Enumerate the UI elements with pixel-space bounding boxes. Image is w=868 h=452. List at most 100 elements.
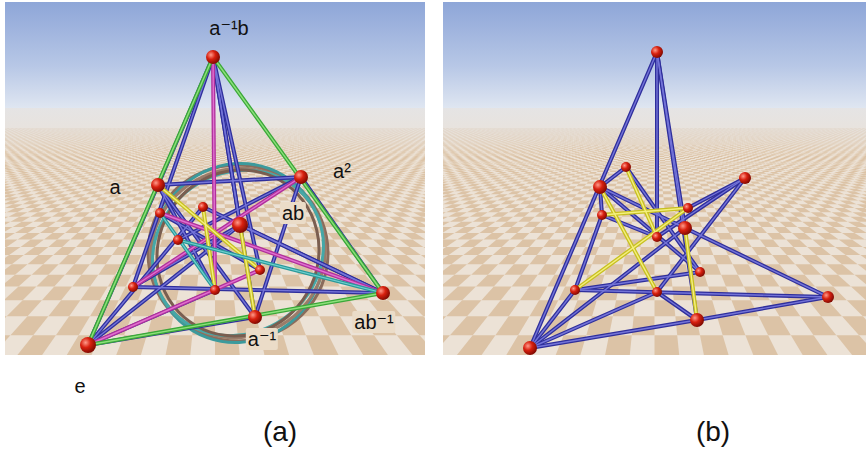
floor-tile xyxy=(0,358,15,386)
floor-tile xyxy=(429,148,436,149)
floor-tile xyxy=(190,169,197,171)
floor-tile xyxy=(256,159,262,160)
floor-tile xyxy=(0,146,3,147)
floor-tile xyxy=(436,150,444,151)
floor-tile xyxy=(435,151,443,152)
floor-tile xyxy=(242,176,250,178)
floor-tile xyxy=(247,161,253,162)
floor-tile xyxy=(429,160,439,161)
floor-tile xyxy=(204,164,210,165)
floor-tile xyxy=(250,158,256,159)
floor-tile xyxy=(430,147,437,148)
floor-tile xyxy=(254,157,260,158)
floor-tile xyxy=(0,171,3,173)
floor-tile xyxy=(196,153,201,154)
floor-tile xyxy=(220,160,225,161)
floor-tile xyxy=(257,154,263,155)
floor-tile xyxy=(431,176,444,178)
floor-tile xyxy=(185,168,192,169)
floor-tile xyxy=(426,164,436,165)
floor-tile xyxy=(195,157,200,158)
floor-tile xyxy=(198,165,204,166)
floor-tile xyxy=(0,159,6,160)
floor-tile xyxy=(190,156,195,157)
floor-tile xyxy=(428,161,438,162)
floor-tile xyxy=(0,148,5,149)
floor-tile xyxy=(251,160,257,161)
floor-tile xyxy=(429,148,437,149)
floor-tile xyxy=(186,155,191,156)
floor-tile xyxy=(165,335,192,358)
floor-tile xyxy=(205,155,210,156)
floor-tile xyxy=(290,358,326,386)
floor-tile xyxy=(179,177,187,179)
floor-tile xyxy=(220,158,225,159)
floor-tile xyxy=(258,156,264,157)
floor-tile xyxy=(185,157,190,158)
floor-tile xyxy=(251,153,256,154)
floor-tile xyxy=(198,189,207,192)
floor-tile xyxy=(201,154,206,155)
floor-tile xyxy=(0,153,1,154)
floor-tile xyxy=(0,148,5,149)
floor-tile xyxy=(425,153,433,154)
floor-tile xyxy=(0,153,1,154)
floor-tile xyxy=(205,159,210,160)
floor-tile xyxy=(239,156,244,157)
floor-tile xyxy=(425,189,440,192)
floor-tile xyxy=(433,154,442,155)
floor-tile xyxy=(0,154,2,155)
floor-tile xyxy=(178,169,185,171)
floor-tile xyxy=(247,189,256,192)
floor-tile xyxy=(215,189,223,192)
floor-tile xyxy=(189,191,198,194)
floor-tile xyxy=(434,153,443,154)
floor-tile xyxy=(203,166,209,167)
floor-tile xyxy=(260,153,265,154)
floor-tile xyxy=(196,155,201,156)
floor-tile xyxy=(0,201,2,205)
floor-tile xyxy=(181,174,188,176)
floor-tile xyxy=(192,164,198,165)
floor-tile xyxy=(427,150,435,151)
floor-tile xyxy=(0,174,4,176)
floor-tile xyxy=(424,166,435,167)
floor-tile xyxy=(215,194,224,197)
floor-tile xyxy=(0,208,5,212)
floor-tile xyxy=(224,197,234,200)
floor-tile xyxy=(253,155,259,156)
floor-tile xyxy=(245,184,254,186)
floor-tile xyxy=(0,176,6,178)
floor-tile xyxy=(204,161,210,162)
floor-tile xyxy=(432,155,441,156)
floor-tile xyxy=(240,358,271,386)
floor-tile xyxy=(223,186,231,189)
floor-tile xyxy=(163,154,169,155)
floor-tile xyxy=(200,156,205,157)
floor-tile xyxy=(179,158,185,159)
floor-tile xyxy=(436,149,444,150)
floor-tile xyxy=(262,160,268,161)
floor-tile xyxy=(430,158,439,159)
floor-tile xyxy=(432,174,445,176)
floor-tile xyxy=(429,159,439,160)
floor-tile xyxy=(440,358,493,386)
floor-tile xyxy=(181,156,186,157)
floor-tile xyxy=(242,153,247,154)
floor-tile xyxy=(423,191,439,194)
floor-tile xyxy=(188,160,194,161)
floor-tile xyxy=(197,194,206,197)
floor-tile xyxy=(258,161,264,162)
floor-tile xyxy=(187,153,192,154)
floor-tile xyxy=(423,168,434,169)
floor-tile xyxy=(199,160,205,161)
floor-tile xyxy=(0,197,1,200)
floor-tile xyxy=(187,358,215,386)
floor-tile xyxy=(176,172,183,174)
floor-tile xyxy=(200,158,205,159)
floor-tile xyxy=(220,154,225,155)
floor-tile xyxy=(429,179,443,181)
floor-tile xyxy=(426,152,434,153)
floor-tile xyxy=(173,176,181,178)
